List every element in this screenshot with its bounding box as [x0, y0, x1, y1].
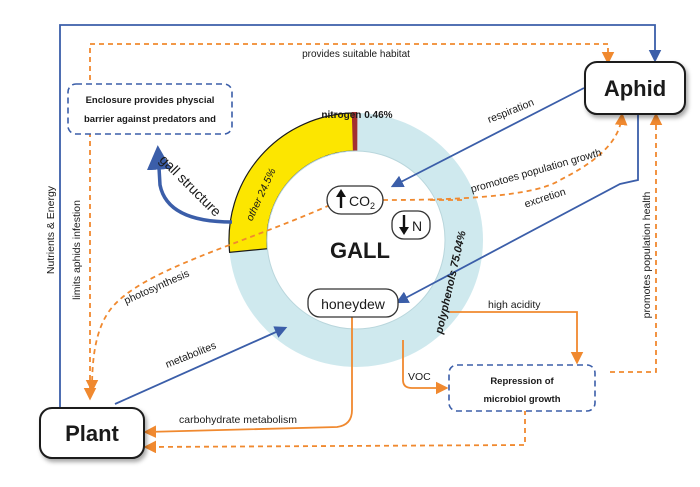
limits-aphids-infestion-label: limits aphids infestion [71, 200, 83, 300]
repression-text-line1: Repression of [490, 376, 554, 387]
edge-high-acidity [450, 311, 584, 365]
edge-repression-to-plant [143, 410, 526, 454]
gall-label: GALL [330, 238, 390, 263]
edge-voc [402, 340, 449, 395]
plant-label: Plant [65, 421, 119, 446]
edge-excretion [395, 112, 639, 304]
enclosure-text-line1: Enclosure provides physcial [86, 95, 215, 106]
honeydew-pill [307, 288, 399, 318]
edge-carbohydrate-metabolism [143, 315, 353, 439]
carbohydrate-metabolism-label: carbohydrate metabolism [179, 414, 297, 426]
n-pill [391, 210, 431, 240]
edge-gall-structure [146, 145, 233, 224]
repression-box [448, 364, 596, 412]
promotes-population-health-label: promotes population health [641, 192, 653, 319]
down-arrow-icon [399, 215, 409, 235]
high-acidity-label: high acidity [488, 299, 541, 311]
plant-node [39, 407, 145, 459]
edge-nutrients-energy [59, 24, 662, 408]
gall-structure-label: gall structure [157, 151, 225, 219]
provides-suitable-habitat-label: provides suitable habitat [302, 49, 410, 60]
edge-photosynthesis [85, 204, 331, 393]
edge-promotes-population-growth [382, 112, 628, 201]
aphid-label: Aphid [604, 76, 666, 101]
nitrogen-label: nitrogen 0.46% [321, 110, 392, 121]
metabolites-label: metabolites [164, 340, 218, 371]
up-arrow-icon [336, 189, 346, 208]
nutrients-energy-label: Nutrients & Energy [45, 185, 57, 274]
gall-core [266, 150, 446, 330]
voc-label: VOC [408, 371, 431, 383]
gall-ring [228, 111, 483, 367]
photosynthesis-label: photosynthesis [122, 268, 191, 307]
edge-provides-suitable-habitat [89, 43, 615, 80]
excretion-label: excretion [523, 186, 567, 211]
co2-label: CO2 [349, 193, 375, 211]
enclosure-text-line2: barrier against predators and [84, 114, 216, 125]
enclosure-box [67, 83, 233, 135]
respiration-label: respiration [486, 96, 536, 126]
aphid-node [584, 61, 686, 115]
edge-respiration [390, 87, 585, 188]
n-label: N [412, 218, 422, 234]
edge-promotes-population-health [610, 112, 663, 373]
edge-metabolites [114, 326, 288, 405]
honeydew-label: honeydew [321, 296, 386, 312]
repression-text-line2: microbiol growth [483, 394, 560, 405]
